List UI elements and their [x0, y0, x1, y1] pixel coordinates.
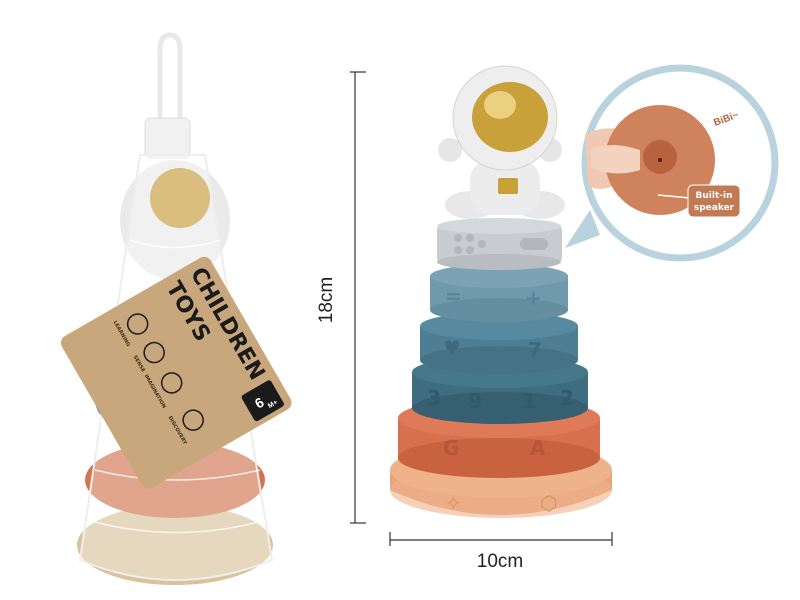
width-dimension	[389, 532, 613, 546]
package-gold-helmet	[150, 168, 210, 228]
height-label: 18cm	[316, 277, 337, 323]
speaker-label-line1: Built-in	[696, 191, 733, 201]
discovery-icon	[182, 409, 204, 431]
letter-a: A	[530, 436, 546, 460]
astronaut-figure	[438, 65, 565, 219]
light-blue-ring: = +	[430, 264, 568, 322]
age-unit: M+	[267, 399, 279, 410]
equals-symbol: =	[445, 284, 462, 308]
number-3: 3	[427, 386, 441, 410]
gray-block	[437, 218, 562, 270]
height-dimension	[350, 71, 366, 524]
speaker-callout: BiBi~ Built-in speaker	[565, 64, 779, 262]
stacking-toy: ⬡ ✧ G A 3 9 1 2 ♥ 7	[390, 65, 612, 518]
speaker-label-line2: speaker	[694, 203, 735, 213]
number-2: 2	[560, 386, 574, 410]
letter-g: G	[443, 436, 459, 460]
sense-icon	[143, 341, 165, 364]
learning-icon	[126, 313, 149, 335]
kraft-tag: CHILDREN TOYS 6 M+ LEARNING SENSE IMAGIN…	[60, 256, 292, 489]
hexagon-icon: ⬡	[540, 493, 557, 515]
speaker-label-badge	[687, 184, 741, 218]
number-1: 1	[522, 389, 536, 413]
package-base-ring	[77, 505, 273, 585]
gold-visor	[472, 82, 548, 152]
net-clip	[144, 117, 191, 159]
width-label: 10cm	[477, 551, 523, 572]
plus-symbol: +	[525, 286, 542, 310]
hang-loop	[157, 32, 183, 130]
heart-symbol: ♥	[443, 336, 461, 360]
packaged-toy: CHILDREN TOYS 6 M+ LEARNING SENSE IMAGIN…	[60, 32, 292, 585]
imagination-icon	[160, 372, 183, 394]
star-icon: ✧	[445, 493, 462, 515]
number-9: 9	[468, 389, 482, 413]
number-7: 7	[528, 338, 542, 362]
